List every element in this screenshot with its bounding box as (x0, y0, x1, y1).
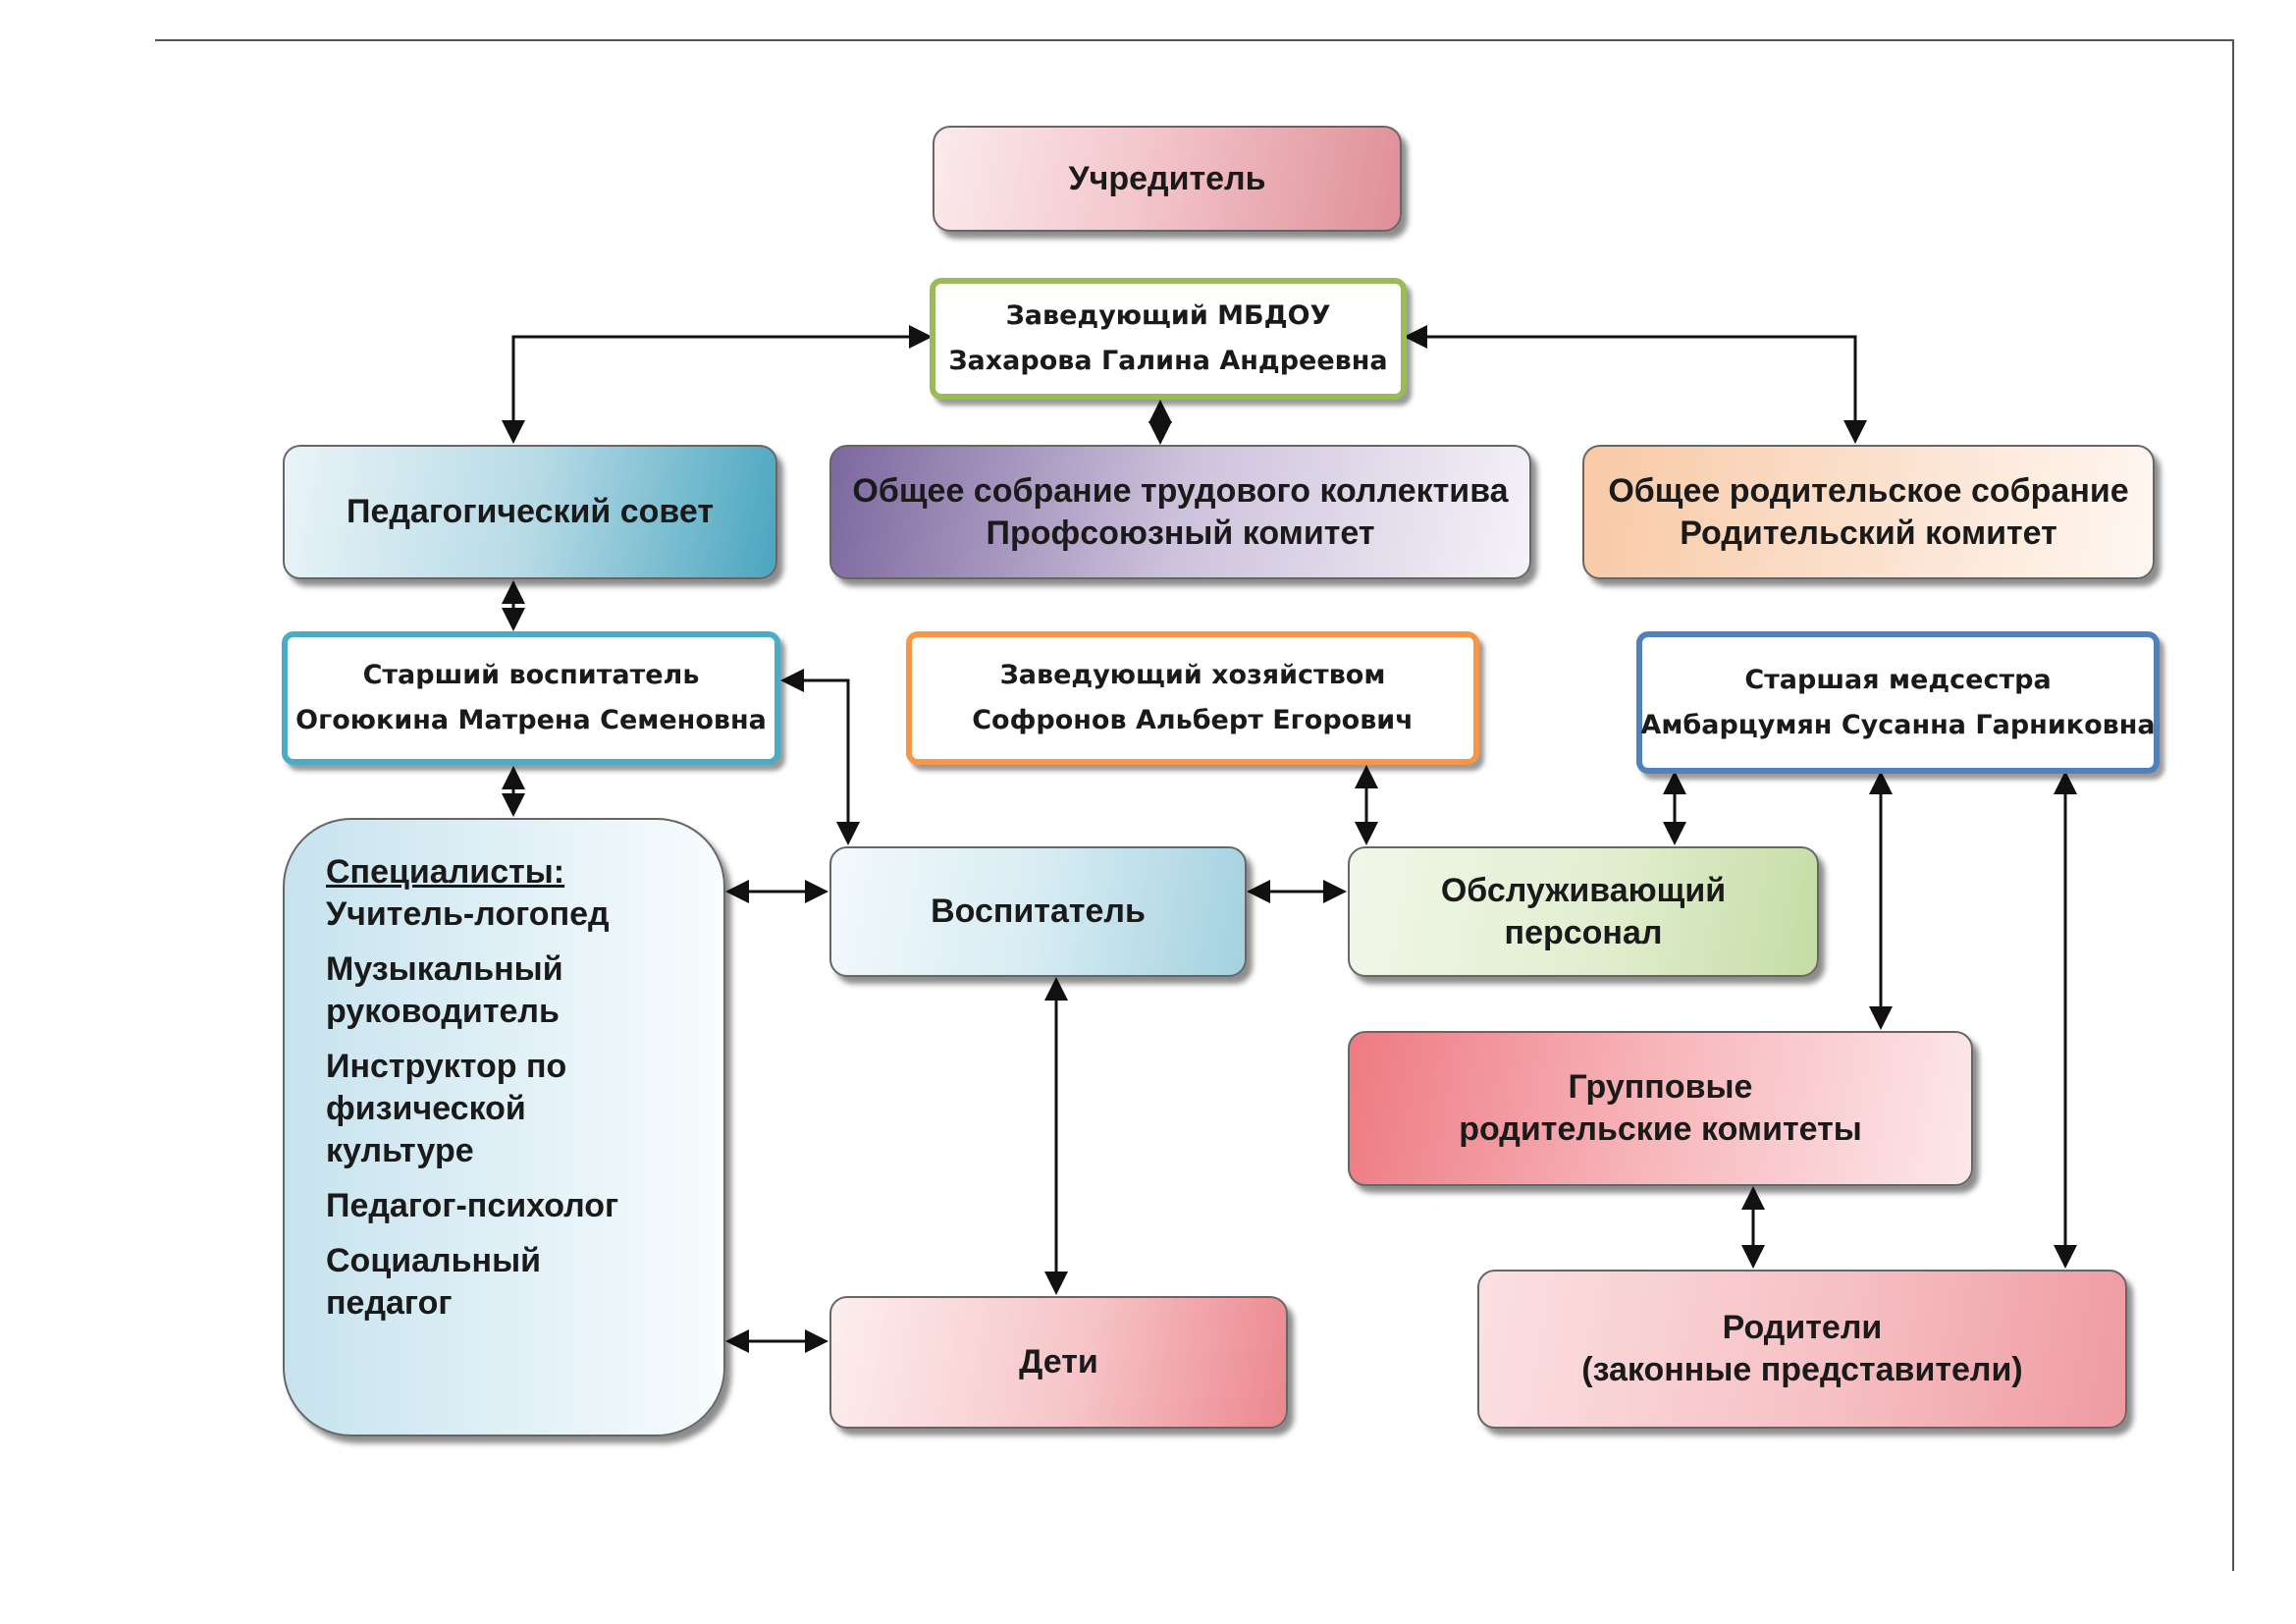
specialist-line: культуре (326, 1132, 474, 1169)
housekeeping-name: Софронов Альберт Егорович (972, 705, 1414, 735)
head-name: Захарова Галина Андреевна (948, 346, 1388, 376)
labor-assembly-box: Общее собрание трудового коллектива Проф… (829, 445, 1531, 579)
group-committees-line2: родительские комитеты (1459, 1110, 1862, 1148)
senior-teacher-title: Старший воспитатель (362, 660, 700, 690)
senior-nurse-box: Старшая медсестра Амбарцумян Сусанна Гар… (1636, 631, 2160, 774)
specialist-item: Учитель-логопед (326, 893, 660, 936)
page-top-rule (155, 39, 2234, 41)
parents-line2: (законные представители) (1581, 1351, 2023, 1388)
senior-teacher-name: Огоюкина Матрена Семеновна (295, 705, 767, 735)
senior-teacher-box: Старший воспитатель Огоюкина Матрена Сем… (282, 631, 780, 765)
group-committees-line1: Групповые (1568, 1068, 1753, 1106)
specialist-item: Педагог-психолог (326, 1185, 660, 1227)
labor-assembly-line2: Профсоюзный комитет (986, 514, 1375, 552)
senior-nurse-name: Амбарцумян Сусанна Гарниковна (1640, 709, 2156, 740)
service-staff-line2: персонал (1504, 913, 1663, 951)
housekeeping-title: Заведующий хозяйством (999, 660, 1386, 690)
head-title: Заведующий МБДОУ (1005, 300, 1331, 331)
senior-nurse-title: Старшая медсестра (1744, 664, 2052, 695)
specialist-line: педагог (326, 1284, 453, 1322)
head-director-box: Заведующий МБДОУ Захарова Галина Андреев… (930, 278, 1407, 400)
parents-line1: Родители (1722, 1309, 1883, 1346)
service-staff-box: Обслуживающий персонал (1348, 846, 1819, 977)
specialist-line: Учитель-логопед (326, 895, 610, 933)
parents-meeting-line1: Общее родительское собрание (1608, 471, 2129, 510)
housekeeping-head-box: Заведующий хозяйством Софронов Альберт Е… (906, 631, 1479, 765)
founder-label: Учредитель (1068, 159, 1266, 197)
group-committees-box: Групповые родительские комитеты (1348, 1031, 1973, 1186)
founder-box: Учредитель (933, 126, 1402, 232)
head-to-parents-meeting-connector (1404, 325, 1867, 444)
specialist-line: руководитель (326, 993, 560, 1030)
specialist-line: Социальный (326, 1242, 542, 1279)
page-right-rule (2232, 39, 2234, 1571)
parents-meeting-box: Общее родительское собрание Родительский… (1582, 445, 2155, 579)
service-staff-line1: Обслуживающий (1440, 871, 1727, 909)
specialist-line: Педагог-психолог (326, 1187, 619, 1224)
specialist-item: Инструктор по физической культуре (326, 1046, 660, 1172)
pedagogical-council-label: Педагогический совет (347, 493, 714, 530)
specialist-item: Музыкальный руководитель (326, 948, 660, 1033)
specialists-title: Специалисты: (326, 853, 565, 891)
specialist-line: Инструктор по (326, 1048, 567, 1085)
parents-box: Родители (законные представители) (1477, 1270, 2127, 1429)
teacher-box: Воспитатель (829, 846, 1247, 977)
specialist-line: Музыкальный (326, 950, 563, 988)
children-box: Дети (829, 1296, 1288, 1429)
senior-teacher-to-teacher-connector (780, 669, 860, 845)
head-to-council-connector (502, 325, 933, 444)
children-label: Дети (1019, 1343, 1098, 1380)
teacher-label: Воспитатель (931, 893, 1146, 930)
specialists-box: Специалисты: Учитель-логопед Музыкальный… (283, 818, 725, 1436)
labor-assembly-line1: Общее собрание трудового коллектива (852, 471, 1509, 510)
specialist-item: Социальный педагог (326, 1240, 660, 1325)
parents-meeting-line2: Родительский комитет (1680, 514, 2057, 552)
specialist-line: физической (326, 1090, 526, 1127)
pedagogical-council-box: Педагогический совет (283, 445, 777, 579)
